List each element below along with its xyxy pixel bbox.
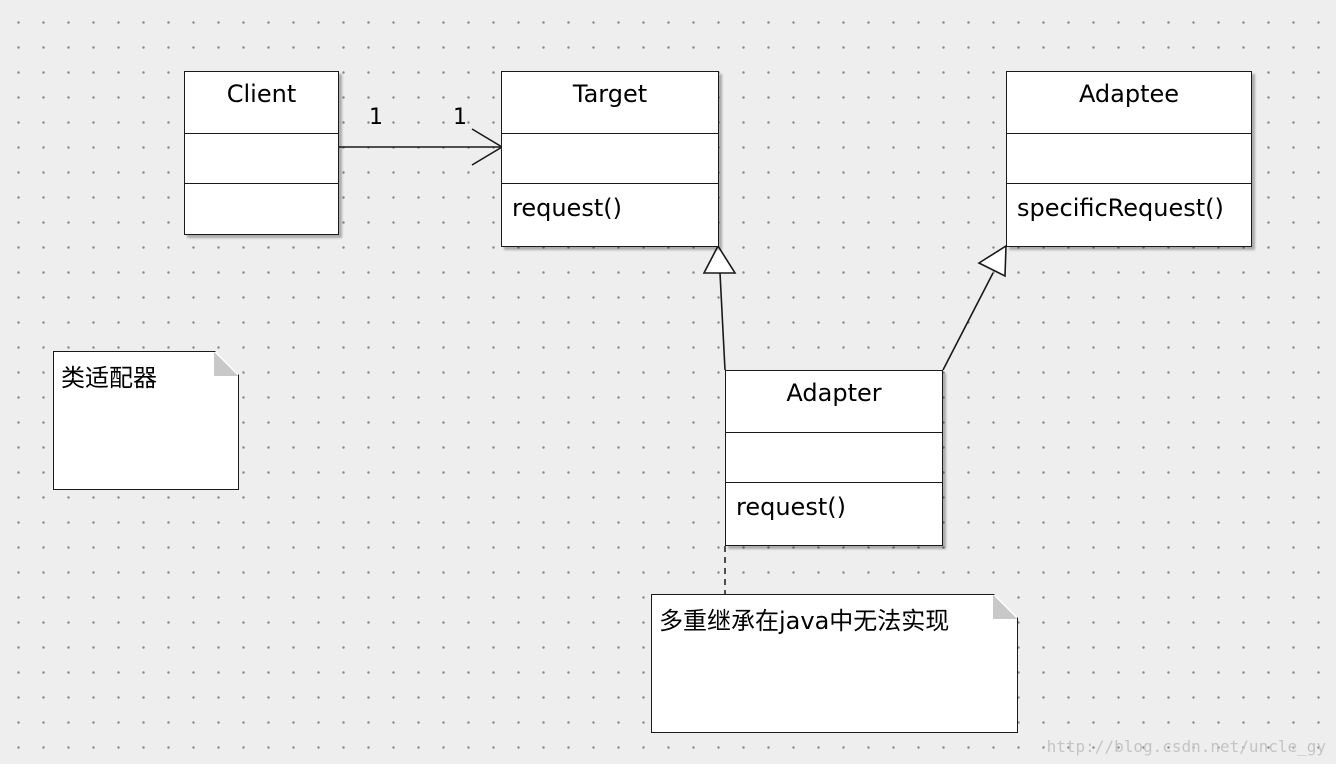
operation-request: request() [736, 493, 846, 521]
note-class-adapter[interactable]: 类适配器 [53, 351, 239, 490]
multiplicity-target-end: 1 [453, 105, 467, 130]
class-name: Client [185, 72, 338, 134]
attributes-compartment [502, 134, 718, 184]
class-adapter[interactable]: Adapter request() [725, 370, 943, 546]
note-text: 多重继承在java中无法实现 [659, 607, 950, 635]
operation-request: request() [512, 194, 622, 222]
note-text: 类适配器 [61, 364, 157, 392]
note-multiple-inheritance[interactable]: 多重继承在java中无法实现 [651, 594, 1018, 733]
class-name: Target [502, 72, 718, 134]
attributes-compartment [185, 134, 338, 184]
class-target[interactable]: Target request() [501, 71, 719, 247]
attributes-compartment [726, 433, 942, 483]
operation-specific-request: specificRequest() [1017, 194, 1224, 222]
class-adaptee[interactable]: Adaptee specificRequest() [1006, 71, 1252, 247]
class-name: Adapter [726, 371, 942, 433]
class-client[interactable]: Client [184, 71, 339, 235]
attributes-compartment [1007, 134, 1251, 184]
watermark: http://blog.csdn.net/uncle_gy [1046, 737, 1326, 756]
generalization-adapter-target[interactable] [702, 244, 737, 371]
multiplicity-client-end: 1 [369, 105, 383, 130]
operations-compartment [185, 184, 338, 196]
association-client-target[interactable] [339, 128, 504, 166]
note-fold-corner [993, 595, 1017, 619]
class-name: Adaptee [1007, 72, 1251, 134]
note-fold-corner [214, 352, 238, 376]
generalization-adapter-adaptee[interactable] [942, 244, 1007, 371]
